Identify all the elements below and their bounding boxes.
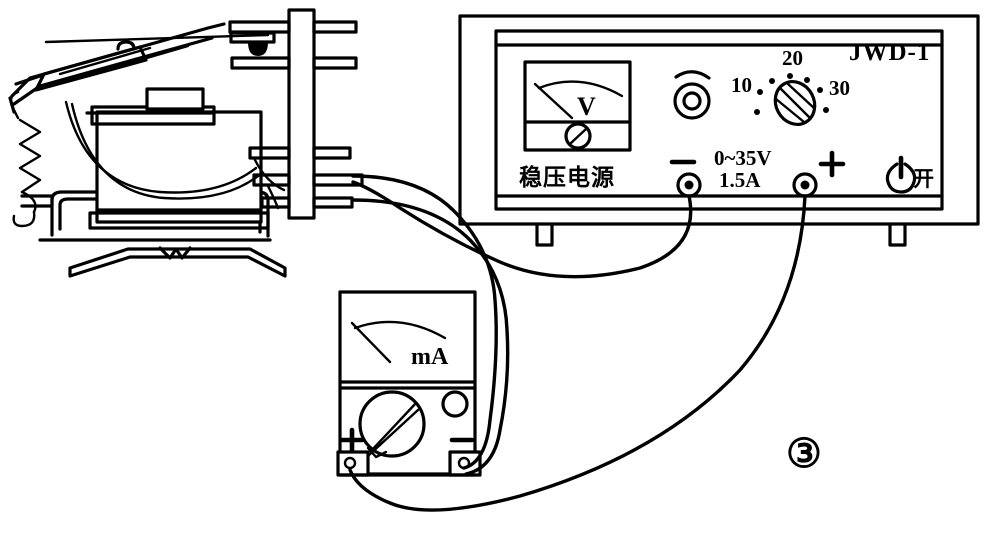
figure-number-label: ③	[786, 431, 822, 476]
range-selector-knob[interactable]	[358, 390, 426, 459]
wire-apparatus-to-mA-secondary	[351, 198, 510, 476]
power-supply-unit	[458, 14, 980, 247]
voltmeter-unit-label: V	[577, 92, 596, 121]
power-supply-device-label: 稳压电源	[519, 165, 615, 191]
output-socket	[673, 70, 711, 120]
power-supply-model-label: JWD-1	[849, 39, 931, 66]
left-apparatus	[8, 8, 364, 278]
indicator-lamp	[441, 390, 469, 418]
dial-tick-label-20: 20	[782, 46, 803, 70]
dial-tick-label-10: 10	[731, 73, 752, 97]
dial-tick-label-30: 30	[829, 76, 850, 100]
plus-sign-glyph	[818, 150, 846, 178]
power-switch-label: 开	[913, 167, 934, 191]
mA-plus-glyph	[339, 427, 365, 453]
mA-negative-post[interactable]	[448, 450, 482, 477]
dial-tick-dots	[754, 73, 829, 115]
mA-positive-post[interactable]	[336, 450, 370, 477]
connecting-wires	[348, 174, 807, 512]
return-spring	[9, 90, 54, 228]
power-switch-icon[interactable]	[885, 155, 917, 194]
wire-supply-negative-to-apparatus	[351, 180, 693, 279]
milliammeter-unit-label: mA	[411, 344, 449, 370]
wire-apparatus-to-mA-negative	[351, 174, 498, 470]
rating-current-label: 1.5A	[719, 168, 761, 192]
milliammeter-unit	[336, 290, 482, 477]
milliammeter-scale	[350, 320, 447, 364]
wire-supply-positive-to-mA-positive	[348, 194, 807, 512]
coil-wire-loops	[64, 100, 260, 200]
power-supply-feet	[535, 222, 907, 247]
apparatus-base	[38, 238, 287, 278]
solenoid-body	[85, 87, 270, 230]
voltmeter	[523, 60, 632, 152]
armature-arm	[8, 22, 270, 114]
rating-voltage-label: 0~35V	[714, 146, 772, 170]
voltage-adjust-knob[interactable]	[768, 75, 822, 132]
